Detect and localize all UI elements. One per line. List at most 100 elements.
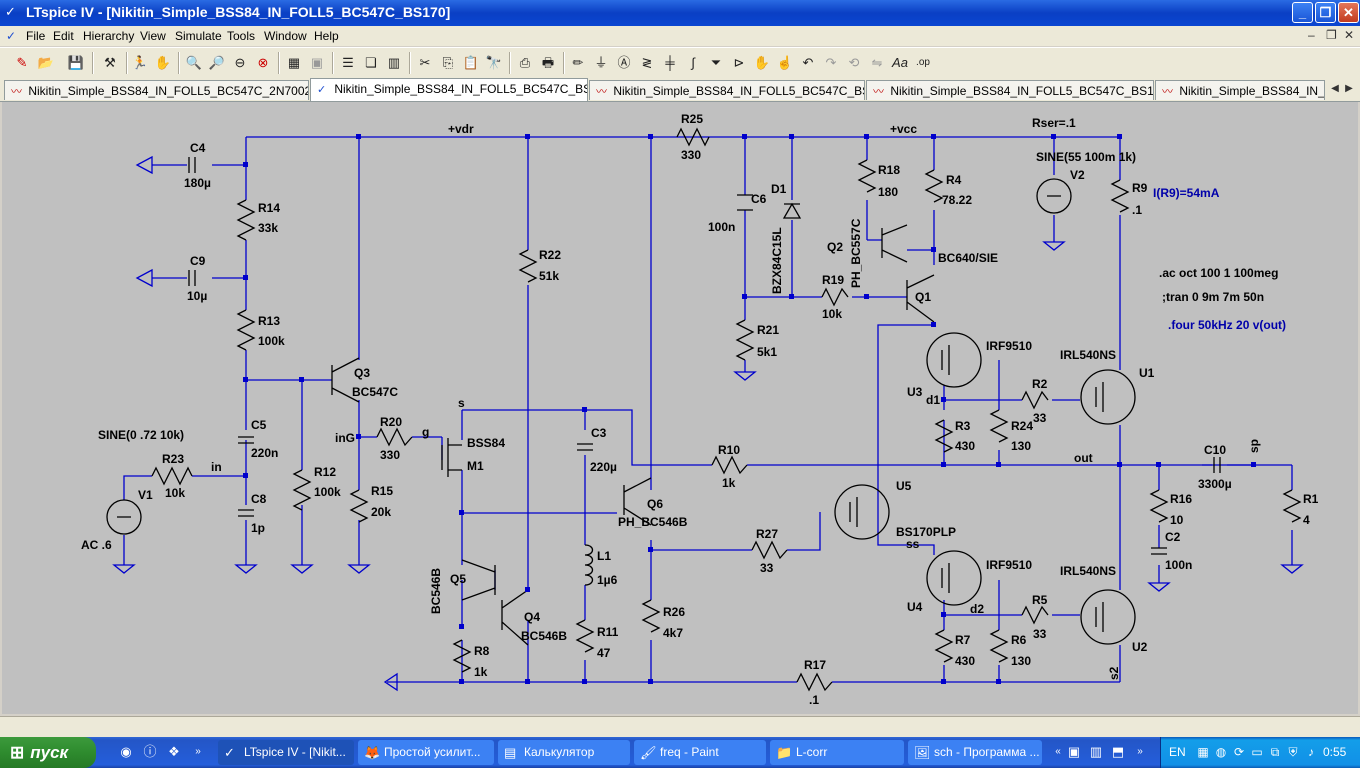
schematic-label[interactable]: R3 [955, 419, 971, 433]
schematic-label[interactable]: R27 [756, 527, 778, 541]
net-label-sp[interactable]: sp [1247, 439, 1261, 453]
schematic-label[interactable]: 33k [258, 221, 278, 235]
text-icon[interactable]: Aa [892, 55, 908, 70]
resistor-icon[interactable]: ≷ [641, 55, 653, 70]
tab-partial[interactable]: 〰 Nikitin_Simple_BSS84_IN_FO [1155, 80, 1325, 100]
schematic-label[interactable]: 33 [760, 561, 774, 575]
schematic-label[interactable]: 47 [597, 646, 611, 660]
schematic-label[interactable]: D1 [771, 182, 787, 196]
schematic-label[interactable]: Q5 [450, 572, 466, 586]
net-label-d1[interactable]: d1 [926, 393, 940, 407]
quicklaunch-info-icon[interactable]: ⓘ [143, 744, 157, 759]
schematic-label[interactable]: R11 [597, 625, 619, 639]
tab-scroll-left-icon[interactable]: ◀ [1331, 83, 1339, 94]
rotate-icon[interactable]: ⟲ [848, 55, 860, 70]
schematic-label[interactable]: R24 [1011, 419, 1033, 433]
schematic-label[interactable]: 10 [1170, 513, 1184, 527]
spice-directive-icon[interactable]: .op [916, 57, 930, 68]
move-icon[interactable]: ✋ [753, 55, 771, 70]
tab-scroll-right-icon[interactable]: ▶ [1345, 83, 1353, 94]
schematic-label[interactable]: R22 [539, 248, 561, 262]
schematic-label[interactable]: 5k1 [757, 345, 777, 359]
net-label-rser[interactable]: Rser=.1 [1032, 116, 1076, 130]
zoom-out-icon[interactable]: ⊖ [234, 55, 246, 70]
net-label-s2[interactable]: s2 [1107, 666, 1121, 680]
undo-icon[interactable]: ↶ [802, 55, 814, 70]
directive-tran[interactable]: ;tran 0 9m 7m 50n [1162, 290, 1264, 304]
redo-icon[interactable]: ↷ [825, 55, 837, 70]
schematic-label[interactable]: C2 [1165, 530, 1181, 544]
draw-wire-icon[interactable]: ✏ [572, 55, 584, 70]
schematic-label[interactable]: 180µ [184, 176, 211, 190]
tab-fft-bs170[interactable]: 〰 Nikitin_Simple_BSS84_IN_FOLL5_BC547C_B… [866, 80, 1154, 100]
schematic-label[interactable]: SINE(0 .72 10k) [98, 428, 184, 442]
schematic-label[interactable]: C3 [591, 426, 607, 440]
quicklaunch-more-icon[interactable]: » [195, 746, 201, 757]
schematic-label[interactable]: 10µ [187, 289, 207, 303]
schematic-label[interactable]: SINE(55 100m 1k) [1036, 150, 1136, 164]
net-label-in[interactable]: in [211, 460, 222, 474]
schematic-label[interactable]: R14 [258, 201, 280, 215]
schematic-label[interactable]: 51k [539, 269, 559, 283]
schematic-label[interactable]: PH_BC557C [849, 218, 863, 288]
open-icon[interactable]: 📂 [37, 55, 55, 70]
mdi-close-button[interactable]: ✕ [1344, 28, 1355, 42]
schematic-label[interactable]: R9 [1132, 181, 1148, 195]
save-icon[interactable]: 💾 [67, 55, 85, 70]
schematic-label[interactable]: Q1 [915, 290, 931, 304]
taskbar-item-sch[interactable]: 🖼sch - Программа ... [908, 740, 1042, 765]
ground-icon[interactable]: ⏚ [594, 55, 608, 70]
schematic-label[interactable]: C6 [751, 192, 767, 206]
tray-app2-icon[interactable]: ▥ [1089, 744, 1103, 759]
tray-display-icon[interactable]: ▭ [1251, 745, 1263, 759]
minimize-button[interactable]: _ [1292, 2, 1313, 23]
tab-schematic-bs170[interactable]: ✓ Nikitin_Simple_BSS84_IN_FOLL5_BC547C_B… [310, 78, 588, 101]
schematic-label[interactable]: 100k [314, 485, 341, 499]
schematic-label[interactable]: BC640/SIE [938, 251, 998, 265]
quicklaunch-browser-icon[interactable]: ◉ [120, 744, 132, 759]
schematic-label[interactable]: U2 [1132, 640, 1148, 654]
schematic-label[interactable]: BSS84 [467, 436, 505, 450]
schematic-label[interactable]: IRL540NS [1060, 564, 1116, 578]
taskbar-item-calculator[interactable]: ▤Калькулятор [498, 740, 630, 765]
mdi-child-icon[interactable]: ✓ [6, 29, 17, 43]
schematic-label[interactable]: R4 [946, 173, 962, 187]
paste-icon[interactable]: 📋 [462, 55, 480, 70]
schematic-label[interactable]: U5 [896, 479, 912, 493]
mirror-icon[interactable]: ⇋ [871, 55, 883, 70]
tray-update-icon[interactable]: ◍ [1215, 745, 1227, 759]
schematic-label[interactable]: 430 [955, 439, 975, 453]
schematic-label[interactable]: R19 [822, 273, 844, 287]
horizontal-scrollbar[interactable] [0, 716, 1360, 737]
schematic-label[interactable]: 33 [1033, 411, 1047, 425]
schematic-label[interactable]: Q4 [524, 610, 540, 624]
net-label-g[interactable]: g [422, 425, 429, 439]
schematic-label[interactable]: 10k [165, 486, 185, 500]
language-indicator[interactable]: EN [1169, 745, 1186, 759]
schematic-label[interactable]: 330 [380, 448, 400, 462]
menu-tools[interactable]: Tools [227, 29, 256, 43]
schematic-label[interactable]: C10 [1204, 443, 1226, 457]
schematic-label[interactable]: 1p [251, 521, 265, 535]
tray-more-icon[interactable]: » [1137, 746, 1143, 757]
schematic-label[interactable]: 330 [681, 148, 701, 162]
schematic-label[interactable]: R21 [757, 323, 779, 337]
schematic-label[interactable]: 33 [1033, 627, 1047, 641]
capacitor-icon[interactable]: ╪ [665, 55, 675, 70]
schematic-label[interactable]: 220µ [590, 460, 617, 474]
net-label-out[interactable]: out [1074, 451, 1093, 465]
taskbar-item-folder[interactable]: 📁L-corr [770, 740, 904, 765]
find-icon[interactable]: 🔭 [485, 55, 503, 70]
new-schematic-icon[interactable]: ✎ [16, 55, 28, 70]
schematic-label[interactable]: 130 [1011, 654, 1031, 668]
schematic-label[interactable]: M1 [467, 459, 484, 473]
print-icon[interactable]: 🖶 [541, 55, 555, 70]
schematic-label[interactable]: R18 [878, 163, 900, 177]
schematic-label[interactable]: 3300µ [1198, 477, 1232, 491]
schematic-label[interactable]: 78.22 [942, 193, 972, 207]
taskbar-item-ltspice[interactable]: ✓LTspice IV - [Nikit... [218, 740, 354, 765]
schematic-label[interactable]: R25 [681, 112, 703, 126]
schematic-label[interactable]: R10 [718, 443, 740, 457]
tray-monitor-icon[interactable]: ⧉ [1270, 745, 1280, 759]
close-button[interactable]: ✕ [1338, 2, 1359, 23]
